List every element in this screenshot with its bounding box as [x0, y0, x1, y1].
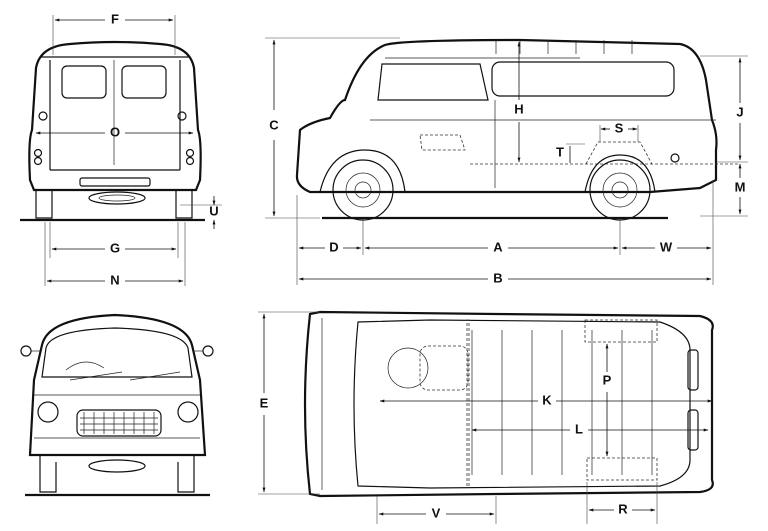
dim-label-P: P [603, 372, 612, 387]
dim-label-T: T [556, 144, 564, 159]
dim-label-E: E [260, 395, 269, 410]
dim-label-K: K [542, 392, 552, 407]
dim-label-J: J [736, 104, 743, 119]
dim-label-F: F [111, 11, 119, 26]
front-view [20, 313, 214, 497]
dim-label-U: U [209, 203, 218, 218]
dim-label-C: C [269, 117, 279, 132]
dim-label-M: M [735, 179, 746, 194]
dim-label-H: H [514, 101, 523, 116]
dim-label-D: D [329, 239, 338, 254]
dim-label-B: B [493, 270, 502, 285]
dim-label-O: O [110, 124, 120, 139]
top-view: E K L P V R [258, 310, 714, 524]
dim-label-W: W [660, 239, 673, 254]
dim-label-G: G [110, 240, 120, 255]
dim-label-R: R [618, 501, 628, 516]
side-view: C H J M S T D A W B [265, 37, 748, 285]
dim-label-V: V [432, 505, 441, 520]
rear-view: F O U G N [20, 11, 222, 287]
dim-label-N: N [110, 272, 119, 287]
dim-label-L: L [575, 421, 583, 436]
dim-label-S: S [615, 120, 624, 135]
dim-label-A: A [493, 239, 503, 254]
